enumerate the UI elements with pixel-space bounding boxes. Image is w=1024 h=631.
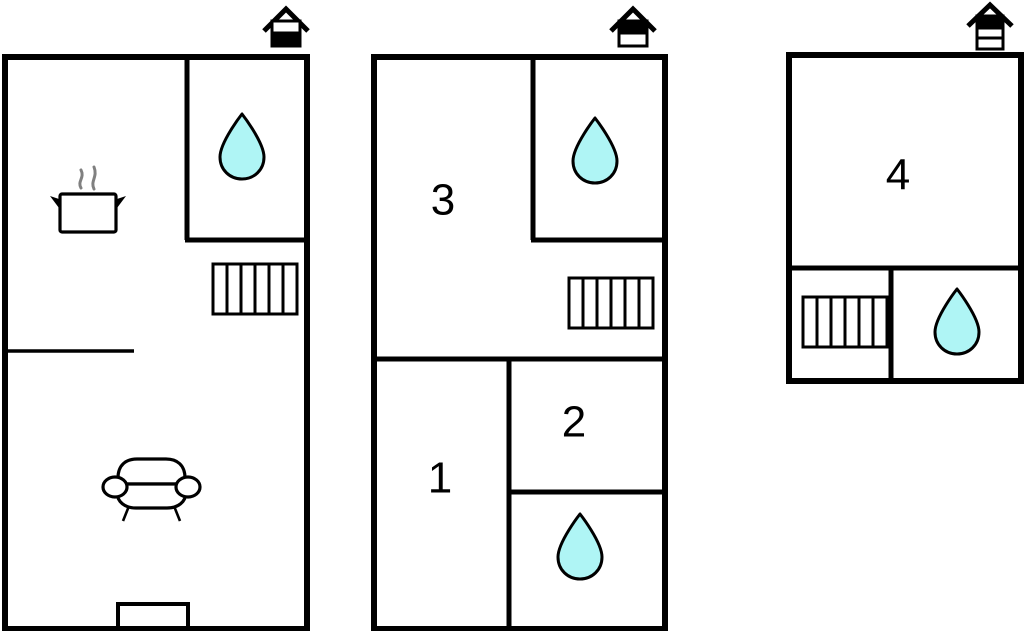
house-icon [611, 9, 655, 46]
room-label-2: 2 [562, 398, 586, 447]
floor-plan-first[interactable]: 3 1 2 [371, 9, 668, 631]
door-icon [116, 602, 190, 630]
house-icon [264, 9, 308, 46]
floor-plan-ground[interactable] [2, 9, 308, 631]
house-icon [968, 5, 1012, 49]
room-label-3: 3 [431, 176, 455, 225]
room-label-4: 4 [886, 151, 910, 200]
stairs-icon [567, 276, 655, 330]
floor-plan-second[interactable]: 4 [786, 5, 1024, 384]
stairs-icon [801, 295, 889, 349]
room-label-1: 1 [428, 454, 452, 503]
floor-outline [371, 54, 668, 631]
stairs-icon [211, 262, 299, 316]
